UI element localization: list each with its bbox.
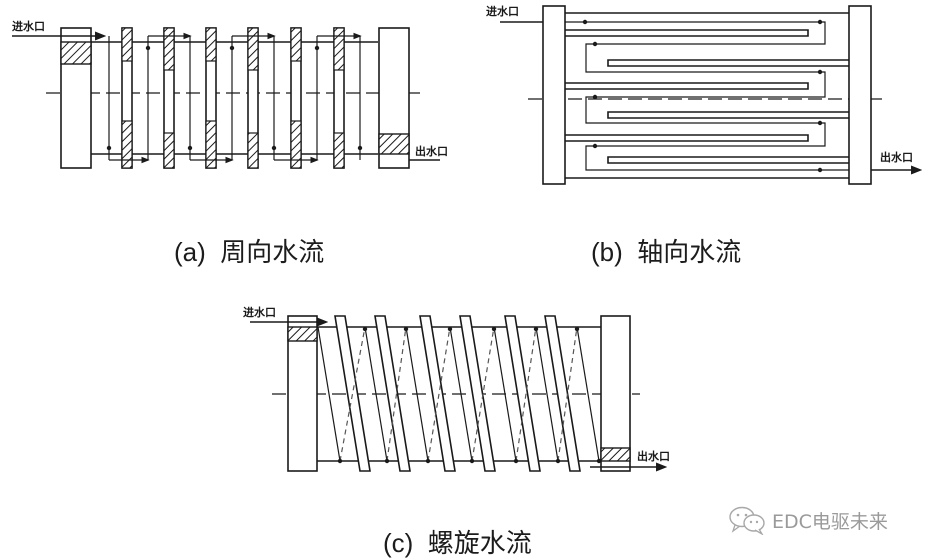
flow-node-a bbox=[187, 145, 193, 151]
caption-b-tag: (b) bbox=[591, 237, 623, 267]
right-end-plate-c bbox=[600, 315, 631, 472]
flow-node-c bbox=[555, 458, 561, 464]
inlet-label-c: 进水口 bbox=[243, 305, 276, 319]
outlet-port-hatch-c bbox=[600, 447, 631, 462]
fin-left-b bbox=[565, 29, 809, 37]
diagram-c-spiral: 进水口 出水口 bbox=[243, 305, 670, 472]
left-end-plate-c bbox=[287, 315, 318, 472]
spiral-rib-c bbox=[544, 315, 581, 472]
caption-c-title: 螺旋水流 bbox=[427, 528, 532, 558]
caption-b: (b) 轴向水流 bbox=[591, 232, 741, 269]
fin-right-b bbox=[607, 156, 849, 164]
spiral-flow-c bbox=[493, 326, 517, 462]
spiral-rib-c bbox=[334, 315, 371, 472]
flow-node-b bbox=[592, 41, 598, 47]
spiral-flow-c bbox=[405, 326, 429, 462]
flow-node-c bbox=[596, 458, 602, 464]
fin-left-b bbox=[565, 134, 809, 142]
rib-hatch-top-a bbox=[333, 27, 345, 71]
flow-node-c bbox=[425, 458, 431, 464]
right-end-plate-b bbox=[848, 5, 872, 185]
rib-hatch-bottom-a bbox=[290, 120, 302, 169]
flow-node-b bbox=[817, 120, 823, 126]
spiral-back-dash-c bbox=[427, 326, 451, 462]
rib-hatch-top-a bbox=[121, 27, 133, 62]
spiral-rib-c bbox=[419, 315, 456, 472]
rib-hatch-top-a bbox=[247, 27, 259, 71]
spiral-rib-c bbox=[504, 315, 541, 472]
flow-node-b bbox=[817, 69, 823, 75]
inlet-port-hatch-c bbox=[287, 326, 318, 342]
spiral-flow-c bbox=[364, 326, 388, 462]
fin-right-b bbox=[607, 111, 849, 119]
wechat-icon bbox=[729, 506, 765, 535]
left-end-plate-b bbox=[542, 5, 566, 185]
rib-hatch-top-a bbox=[163, 27, 175, 71]
flow-node-b bbox=[817, 167, 823, 173]
rib-hatch-top-a bbox=[290, 27, 302, 62]
spiral-back-dash-c bbox=[339, 326, 366, 462]
outlet-label-b: 出水口 bbox=[880, 150, 913, 164]
spiral-flow-c bbox=[576, 326, 600, 462]
flow-path-b bbox=[565, 21, 849, 171]
caption-c: (c) 螺旋水流 bbox=[383, 523, 532, 560]
spiral-back-dash-c bbox=[557, 326, 578, 462]
spiral-rib-c bbox=[459, 315, 496, 472]
rib-hatch-bottom-a bbox=[247, 132, 259, 169]
flow-node-a bbox=[314, 45, 320, 51]
watermark-text: EDC电驱未来 bbox=[772, 510, 888, 533]
outlet-label-c: 出水口 bbox=[637, 449, 670, 463]
fin-left-b bbox=[565, 82, 809, 90]
spiral-flow-c bbox=[449, 326, 473, 462]
flow-node-c bbox=[513, 458, 519, 464]
rib-hatch-bottom-a bbox=[121, 120, 133, 169]
diagram-b-axial: 进水口 出水口 bbox=[486, 4, 923, 185]
outlet-label-a: 出水口 bbox=[415, 144, 448, 158]
flow-node-a bbox=[357, 145, 363, 151]
rib-hatch-bottom-a bbox=[333, 132, 345, 169]
inlet-label-b: 进水口 bbox=[486, 4, 519, 18]
caption-a-title: 周向水流 bbox=[220, 237, 325, 267]
flow-node-a bbox=[145, 45, 151, 51]
spiral-flow-c bbox=[317, 326, 341, 462]
spiral-back-dash-c bbox=[386, 326, 407, 462]
flow-node-c bbox=[337, 458, 343, 464]
flow-node-a bbox=[106, 145, 112, 151]
rib-hatch-bottom-a bbox=[163, 132, 175, 169]
rib-hatch-top-a bbox=[205, 27, 217, 62]
diagram-a-circumferential: 进水口 出水口 bbox=[12, 19, 448, 169]
spiral-rib-c bbox=[374, 315, 411, 472]
caption-c-tag: (c) bbox=[383, 528, 414, 558]
flow-node-a bbox=[229, 45, 235, 51]
caption-a: (a) 周向水流 bbox=[174, 232, 324, 269]
spiral-flow-c bbox=[535, 326, 559, 462]
inlet-label-a: 进水口 bbox=[12, 19, 45, 33]
flow-node-c bbox=[469, 458, 475, 464]
caption-b-title: 轴向水流 bbox=[637, 237, 742, 267]
flow-node-b bbox=[817, 19, 823, 25]
flow-node-b bbox=[582, 19, 588, 25]
watermark: EDC电驱未来 bbox=[728, 505, 888, 535]
inlet-port-hatch-a bbox=[60, 41, 92, 65]
flow-node-c bbox=[384, 458, 390, 464]
spiral-back-dash-c bbox=[515, 326, 537, 462]
fin-right-b bbox=[607, 59, 849, 67]
flow-node-b bbox=[592, 94, 598, 100]
spiral-back-dash-c bbox=[471, 326, 495, 462]
flow-node-a bbox=[271, 145, 277, 151]
caption-a-tag: (a) bbox=[174, 237, 206, 267]
rib-hatch-bottom-a bbox=[205, 120, 217, 169]
outlet-port-hatch-a bbox=[378, 133, 410, 155]
flow-node-b bbox=[592, 143, 598, 149]
